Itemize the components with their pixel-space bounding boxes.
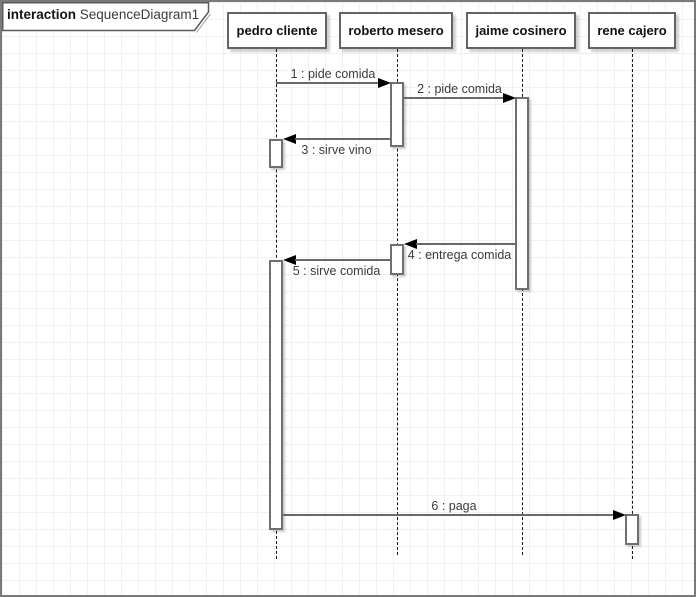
message-label: 4 : entrega comida [407,248,512,262]
message-line [295,138,390,140]
activation-bar-roberto-2[interactable] [390,244,404,275]
lifeline-roberto-mesero[interactable] [397,49,398,555]
frame-label[interactable]: interaction SequenceDiagram1 [2,2,214,34]
frame-name: SequenceDiagram1 [79,7,200,22]
lifeline-header-pedro-cliente[interactable]: pedro cliente [227,12,327,49]
message-line [416,243,515,245]
arrowhead [283,134,296,144]
arrowhead [378,78,391,88]
lifeline-header-jaime-cosinero[interactable]: jaime cosinero [466,12,576,49]
activation-bar-pedro-1[interactable] [269,139,283,168]
activation-bar-jaime-1[interactable] [515,97,529,290]
arrowhead [503,93,516,103]
message-label: 3 : sirve vino [301,143,372,157]
lifeline-header-roberto-mesero[interactable]: roberto mesero [339,12,453,49]
message-line [295,259,390,261]
activation-bar-rene-1[interactable] [625,514,639,545]
message-label: 1 : pide comida [290,67,376,81]
frame-keyword: interaction [7,7,77,22]
message-label: 6 : paga [431,499,477,513]
frame-pentagon-shape [2,2,211,33]
activation-bar-pedro-2[interactable] [269,260,283,530]
message-line [276,82,378,84]
lifeline-header-rene-cajero[interactable]: rene cajero [588,12,676,49]
lifeline-name: pedro cliente [236,23,318,38]
message-label: 2 : pide comida [417,82,502,96]
message-line [404,97,503,99]
message-line [283,514,613,516]
frame-title: interaction SequenceDiagram1 [7,7,199,22]
arrowhead [283,255,296,265]
message-label: 5 : sirve comida [292,264,381,278]
lifeline-name: rene cajero [597,23,667,38]
lifeline-name: jaime cosinero [475,23,567,38]
lifeline-rene-cajero[interactable] [632,49,633,559]
arrowhead [613,510,626,520]
lifeline-name: roberto mesero [348,23,444,38]
arrowhead [404,239,417,249]
activation-bar-roberto-1[interactable] [390,82,404,147]
lifeline-jaime-cosinero[interactable] [522,49,523,555]
